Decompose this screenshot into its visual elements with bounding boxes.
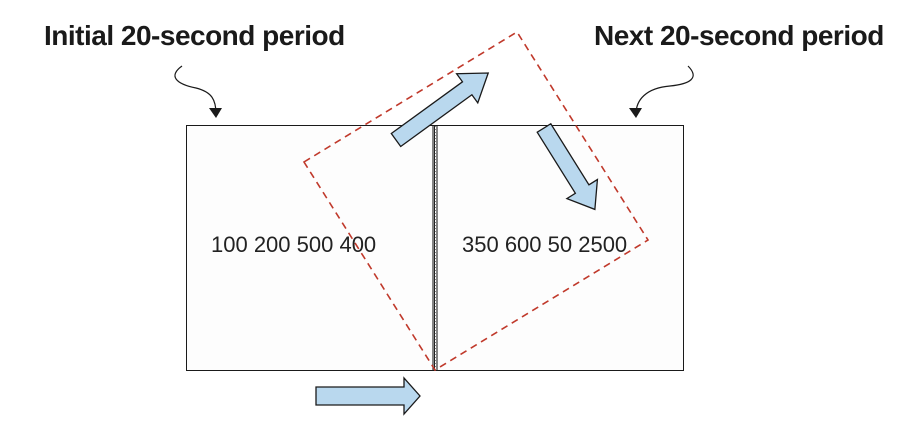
title-pointer-left <box>174 65 222 118</box>
next-period-values: 350 600 50 2500 <box>462 232 628 257</box>
initial-period-values: 100 200 500 400 <box>211 232 377 257</box>
next-period-title: Next 20-second period <box>594 20 884 51</box>
initial-period-box <box>186 125 436 371</box>
slide-arrow-up-right <box>390 72 490 148</box>
initial-period-title: Initial 20-second period <box>44 20 345 51</box>
slide-arrow-right <box>315 376 421 416</box>
title-pointer-right <box>629 65 694 118</box>
sliding-window-outline <box>302 30 650 372</box>
period-boundary-line <box>432 126 438 370</box>
slide-arrow-down-right <box>536 122 599 211</box>
